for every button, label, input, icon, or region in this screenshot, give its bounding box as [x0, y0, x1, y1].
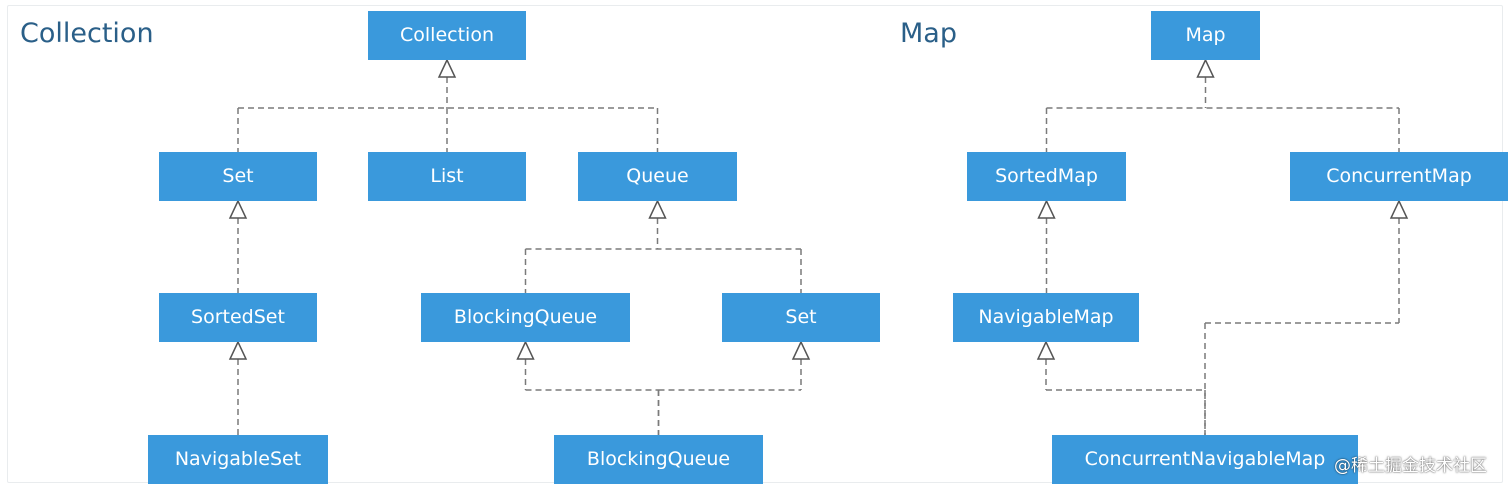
- node-map[interactable]: Map: [1151, 11, 1260, 60]
- node-concurrentmap[interactable]: ConcurrentMap: [1290, 152, 1508, 201]
- inheritance-arrow-collection: [437, 58, 457, 78]
- collection-section-title: Collection: [20, 18, 154, 49]
- node-set[interactable]: Set: [159, 152, 317, 201]
- watermark: @稀土掘金技术社区: [1334, 456, 1487, 476]
- inheritance-arrow-map: [1196, 58, 1215, 78]
- node-blockingqueue[interactable]: BlockingQueue: [421, 293, 630, 342]
- node-navigablemap[interactable]: NavigableMap: [953, 293, 1139, 342]
- node-sortedmap[interactable]: SortedMap: [967, 152, 1126, 201]
- inheritance-arrow-queue: [648, 199, 667, 219]
- map-section-title: Map: [900, 18, 957, 49]
- node-sortedset[interactable]: SortedSet: [159, 293, 317, 342]
- inheritance-arrow-navigable_map: [1036, 340, 1056, 360]
- inheritance-arrow-queue_set: [791, 340, 811, 360]
- node-collection[interactable]: Collection: [368, 11, 526, 60]
- inheritance-arrow-set: [228, 199, 248, 219]
- node-navigableset[interactable]: NavigableSet: [148, 435, 328, 484]
- inheritance-arrow-concurrent_map: [1389, 199, 1409, 219]
- node-list[interactable]: List: [368, 152, 526, 201]
- node-queue[interactable]: Queue: [578, 152, 737, 201]
- inheritance-arrow-sorted_set: [228, 340, 248, 360]
- node-blockingqueue-bottom[interactable]: BlockingQueue: [554, 435, 763, 484]
- inheritance-arrow-blocking_queue: [516, 340, 535, 360]
- node-concurrentnavigablemap[interactable]: ConcurrentNavigableMap: [1052, 435, 1358, 484]
- inheritance-arrow-sorted_map: [1037, 199, 1056, 219]
- node-queue-set[interactable]: Set: [722, 293, 880, 342]
